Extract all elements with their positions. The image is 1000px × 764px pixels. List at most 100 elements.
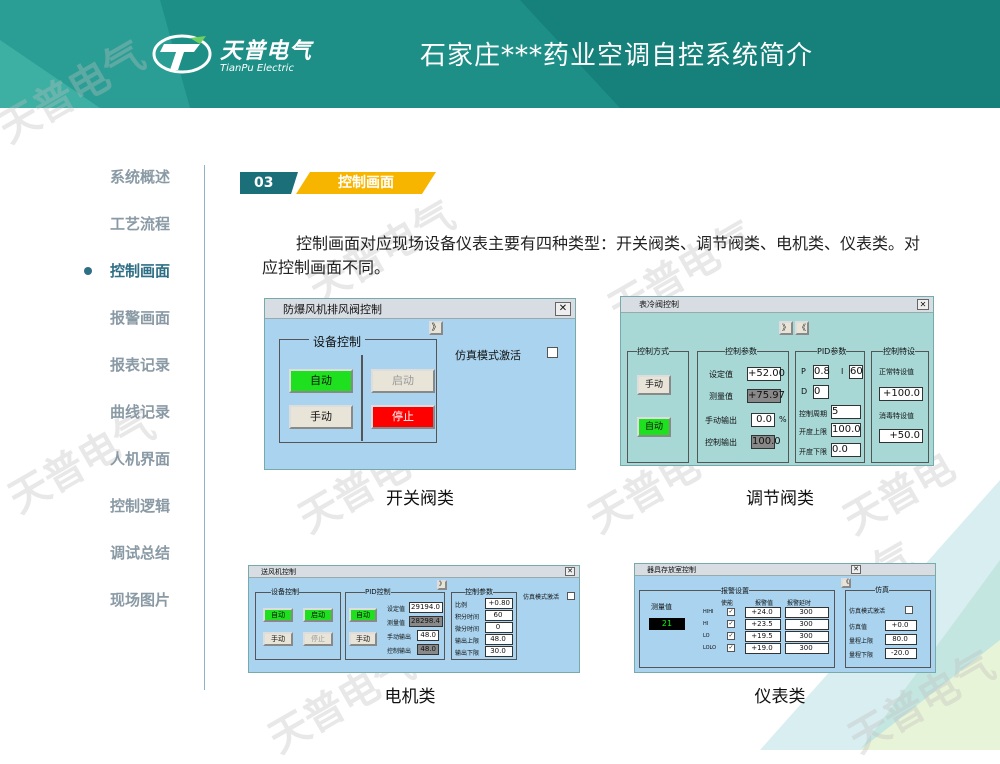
- alarm-enable-checkbox[interactable]: ✓: [727, 608, 735, 616]
- ctrl-out-label: 控制输出: [705, 438, 737, 447]
- nav-item-process[interactable]: 工艺流程: [109, 215, 170, 233]
- p-field[interactable]: +0.80: [485, 598, 513, 609]
- manual-button[interactable]: 手动: [637, 375, 671, 395]
- period-field[interactable]: 5: [831, 405, 861, 419]
- upper-label: 开度上限: [799, 428, 827, 436]
- manual-button[interactable]: 手动: [263, 632, 293, 646]
- nav-divider: [204, 165, 205, 690]
- d-label: 微分时间: [455, 626, 480, 633]
- nav-item-overview[interactable]: 系统概述: [109, 168, 170, 186]
- caption-regulating-valve: 调节阀类: [746, 489, 814, 509]
- description-text: 控制画面对应现场设备仪表主要有四种类型：开关阀类、调节阀类、电机类、仪表类。对应…: [262, 234, 921, 277]
- nav-item-report[interactable]: 报表记录: [109, 356, 170, 374]
- normal-field[interactable]: +100.0: [879, 387, 923, 401]
- close-icon[interactable]: ✕: [555, 302, 571, 316]
- d-field[interactable]: 0: [813, 385, 829, 399]
- start-button[interactable]: 启动: [371, 369, 435, 393]
- active-dot-icon: [84, 267, 92, 275]
- nav-item-hmi[interactable]: 人机界面: [109, 450, 170, 468]
- window-titlebar: 送风机控制 ✕: [249, 566, 579, 578]
- nav-item-curve[interactable]: 曲线记录: [109, 403, 170, 421]
- nav-item-logic[interactable]: 控制逻辑: [109, 497, 170, 515]
- logo-name-en: TianPu Electric: [220, 62, 294, 74]
- percent-unit: %: [779, 415, 787, 424]
- i-field[interactable]: 60: [849, 365, 863, 379]
- expand-button[interactable]: 》: [437, 580, 447, 590]
- alarm-value-field[interactable]: +19.5: [745, 631, 781, 642]
- sim-mode-checkbox[interactable]: [905, 606, 913, 614]
- close-icon[interactable]: ✕: [565, 567, 575, 576]
- window-title: 送风机控制: [261, 567, 296, 576]
- alarm-delay-field[interactable]: 300: [785, 619, 829, 630]
- window-title: 器具存放室控制: [647, 565, 696, 574]
- logo-name-cn: 天普电气: [220, 38, 313, 64]
- group-label: 控制参数: [725, 346, 757, 357]
- stop-button[interactable]: 停止: [303, 632, 333, 646]
- caption-motor: 电机类: [384, 687, 436, 707]
- next-button[interactable]: 》: [779, 321, 793, 335]
- group-label: 控制方式: [637, 346, 669, 357]
- stop-button[interactable]: 停止: [371, 405, 435, 429]
- window-titlebar: 器具存放室控制 ✕: [635, 564, 935, 576]
- sim-mode-label: 仿真模式激活: [523, 594, 560, 601]
- alarm-delay-field[interactable]: 300: [785, 631, 829, 642]
- group-label: 仿真: [875, 585, 889, 595]
- upper-field[interactable]: 100.0: [831, 423, 861, 437]
- device-control-group: [255, 592, 341, 660]
- nav-item-commissioning[interactable]: 调试总结: [109, 544, 170, 562]
- range-lo-field[interactable]: -20.0: [885, 648, 917, 659]
- manual-out-field[interactable]: 48.0: [417, 630, 439, 641]
- alarm-row-name: LOLO: [703, 645, 717, 651]
- auto-button[interactable]: 自动: [263, 608, 293, 622]
- sim-mode-checkbox[interactable]: [567, 592, 575, 600]
- sim-mode-checkbox[interactable]: [547, 347, 558, 358]
- close-icon[interactable]: ✕: [851, 565, 861, 574]
- alarm-value-field[interactable]: +24.0: [745, 607, 781, 618]
- nav-item-photos[interactable]: 现场图片: [109, 591, 170, 609]
- lower-field[interactable]: 0.0: [831, 443, 861, 457]
- alarm-delay-field[interactable]: 300: [785, 643, 829, 654]
- p-label: 比例: [455, 602, 468, 609]
- group-label: PID控制: [365, 587, 391, 597]
- upper-field[interactable]: 48.0: [485, 634, 513, 645]
- close-icon[interactable]: ✕: [917, 299, 929, 310]
- alarm-enable-checkbox[interactable]: ✓: [727, 644, 735, 652]
- alarm-value-field[interactable]: +23.5: [745, 619, 781, 630]
- d-field[interactable]: 0: [485, 622, 513, 633]
- prev-button[interactable]: 《: [795, 321, 809, 335]
- alarm-row-name: LO: [703, 633, 710, 639]
- manual-button[interactable]: 手动: [289, 405, 353, 429]
- i-label: I: [841, 367, 844, 376]
- measure-label: 测量值: [651, 603, 672, 611]
- alarm-enable-checkbox[interactable]: ✓: [727, 620, 735, 628]
- alarm-delay-field[interactable]: 300: [785, 607, 829, 618]
- sim-value-label: 仿真值: [849, 624, 868, 631]
- range-hi-field[interactable]: 80.0: [885, 634, 917, 645]
- pid-auto-button[interactable]: 自动: [349, 608, 377, 622]
- setpoint-field[interactable]: 29194.0: [409, 602, 443, 613]
- ctrl-out-label: 控制输出: [387, 648, 412, 655]
- i-label: 积分时间: [455, 614, 480, 621]
- lower-field[interactable]: 30.0: [485, 646, 513, 657]
- sim-value-field[interactable]: +0.0: [885, 620, 917, 631]
- setpoint-field[interactable]: +52.00: [747, 367, 786, 381]
- auto-button[interactable]: 自动: [637, 417, 671, 437]
- expand-button[interactable]: 》: [429, 321, 443, 335]
- nav-item-control[interactable]: 控制画面: [80, 259, 190, 306]
- pid-manual-button[interactable]: 手动: [349, 632, 377, 646]
- alarm-value-field[interactable]: +19.0: [745, 643, 781, 654]
- normal-label: 正常特设值: [879, 368, 914, 376]
- manual-out-label: 手动输出: [387, 634, 412, 641]
- p-field[interactable]: 0.8: [813, 365, 830, 379]
- group-label: 设备控制: [309, 333, 366, 350]
- fire-field[interactable]: +50.0: [879, 429, 923, 443]
- nav-button[interactable]: 《: [841, 578, 851, 588]
- auto-button[interactable]: 自动: [289, 369, 353, 393]
- fire-label: 消毒特设值: [879, 412, 914, 420]
- i-field[interactable]: 60: [485, 610, 513, 621]
- manual-out-field[interactable]: 0.0: [751, 413, 775, 427]
- nav-item-alarm[interactable]: 报警画面: [109, 309, 170, 327]
- start-button[interactable]: 启动: [303, 608, 333, 622]
- alarm-enable-checkbox[interactable]: ✓: [727, 632, 735, 640]
- sidebar-nav: 系统概述 工艺流程 控制画面 报警画面 报表记录 曲线记录 人机界面 控制逻辑 …: [80, 165, 190, 635]
